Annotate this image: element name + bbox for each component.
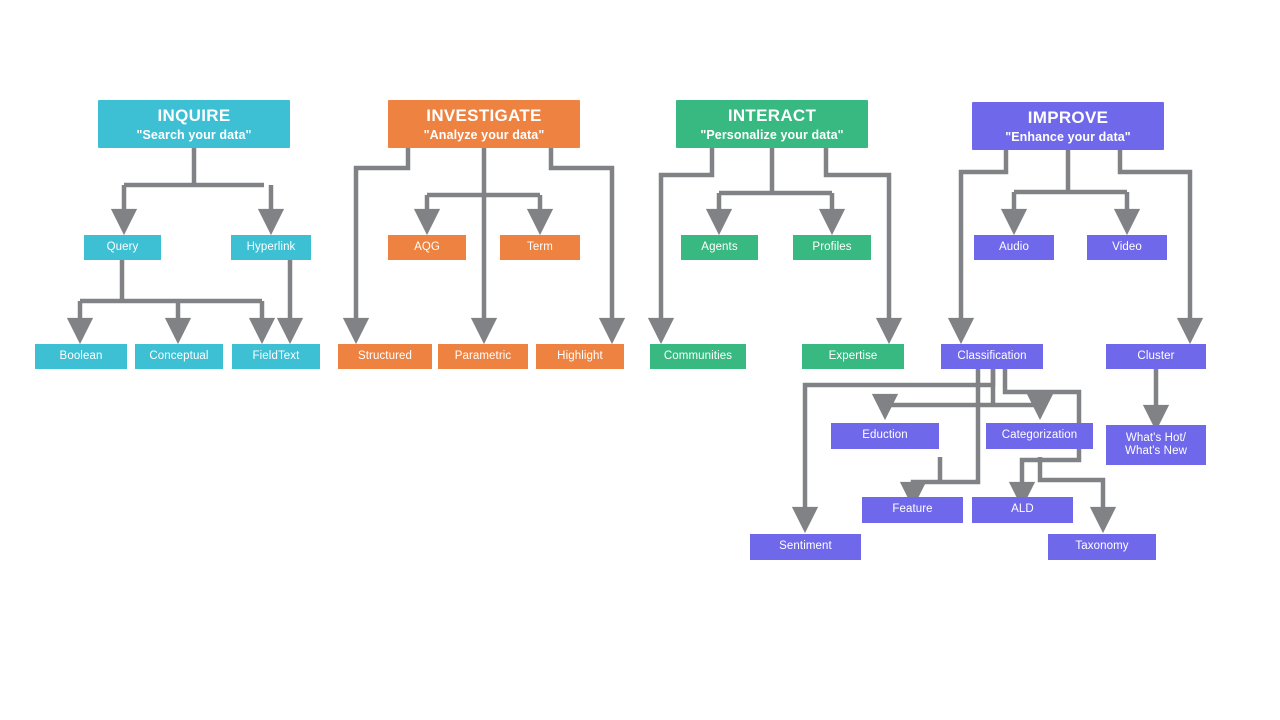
node-aqg[interactable]: AQG [388, 235, 466, 260]
node-classification-label: Classification [957, 349, 1027, 362]
node-communities-label: Communities [663, 349, 733, 362]
header-interact-subtitle: "Personalize your data" [700, 127, 844, 142]
node-boolean-label: Boolean [59, 349, 103, 362]
node-taxonomy[interactable]: Taxonomy [1048, 534, 1156, 560]
node-ald-label: ALD [1011, 503, 1034, 516]
node-agents-label: Agents [701, 240, 738, 253]
node-eduction-label: Eduction [862, 429, 908, 442]
node-sentiment-label: Sentiment [779, 540, 832, 553]
node-aqg-label: AQG [414, 240, 440, 253]
node-query-label: Query [106, 240, 139, 253]
node-hyperlink[interactable]: Hyperlink [231, 235, 311, 260]
node-profiles-label: Profiles [812, 240, 852, 253]
node-classification[interactable]: Classification [941, 344, 1043, 369]
header-interact[interactable]: INTERACT "Personalize your data" [676, 100, 868, 148]
header-investigate-title: INVESTIGATE [426, 106, 542, 126]
node-whats-hot-whats-new[interactable]: What's Hot/ What's New [1106, 425, 1206, 465]
node-parametric[interactable]: Parametric [438, 344, 528, 369]
node-parametric-label: Parametric [454, 349, 512, 362]
header-interact-title: INTERACT [727, 106, 817, 126]
node-expertise[interactable]: Expertise [802, 344, 904, 369]
node-highlight[interactable]: Highlight [536, 344, 624, 369]
node-whats-hot-whats-new-label: What's Hot/ What's New [1125, 431, 1187, 457]
node-structured[interactable]: Structured [338, 344, 432, 369]
node-fieldtext[interactable]: FieldText [232, 344, 320, 369]
node-ald[interactable]: ALD [972, 497, 1073, 523]
node-agents[interactable]: Agents [681, 235, 758, 260]
header-improve-title: IMPROVE [1027, 108, 1109, 128]
node-sentiment[interactable]: Sentiment [750, 534, 861, 560]
node-feature-label: Feature [892, 503, 933, 516]
node-expertise-label: Expertise [828, 349, 878, 362]
header-investigate[interactable]: INVESTIGATE "Analyze your data" [388, 100, 580, 148]
node-hyperlink-label: Hyperlink [246, 240, 296, 253]
header-inquire[interactable]: INQUIRE "Search your data" [98, 100, 290, 148]
node-cluster-label: Cluster [1137, 349, 1175, 362]
node-video-label: Video [1112, 240, 1142, 253]
node-profiles[interactable]: Profiles [793, 235, 871, 260]
header-inquire-subtitle: "Search your data" [136, 127, 252, 142]
node-video[interactable]: Video [1087, 235, 1167, 260]
node-query[interactable]: Query [84, 235, 161, 260]
node-conceptual[interactable]: Conceptual [135, 344, 223, 369]
node-eduction[interactable]: Eduction [831, 423, 939, 449]
header-improve[interactable]: IMPROVE "Enhance your data" [972, 102, 1164, 150]
node-audio-label: Audio [999, 240, 1029, 253]
node-categorization-label: Categorization [1001, 429, 1078, 442]
node-term-label: Term [527, 240, 553, 253]
node-conceptual-label: Conceptual [149, 349, 209, 362]
node-communities[interactable]: Communities [650, 344, 746, 369]
header-investigate-subtitle: "Analyze your data" [423, 127, 545, 142]
node-cluster[interactable]: Cluster [1106, 344, 1206, 369]
header-improve-subtitle: "Enhance your data" [1005, 129, 1131, 144]
node-highlight-label: Highlight [557, 349, 603, 362]
node-boolean[interactable]: Boolean [35, 344, 127, 369]
node-fieldtext-label: FieldText [252, 349, 300, 362]
node-structured-label: Structured [357, 349, 413, 362]
node-feature[interactable]: Feature [862, 497, 963, 523]
node-term[interactable]: Term [500, 235, 580, 260]
header-inquire-title: INQUIRE [157, 106, 231, 126]
node-audio[interactable]: Audio [974, 235, 1054, 260]
node-categorization[interactable]: Categorization [986, 423, 1093, 449]
node-taxonomy-label: Taxonomy [1075, 540, 1129, 553]
